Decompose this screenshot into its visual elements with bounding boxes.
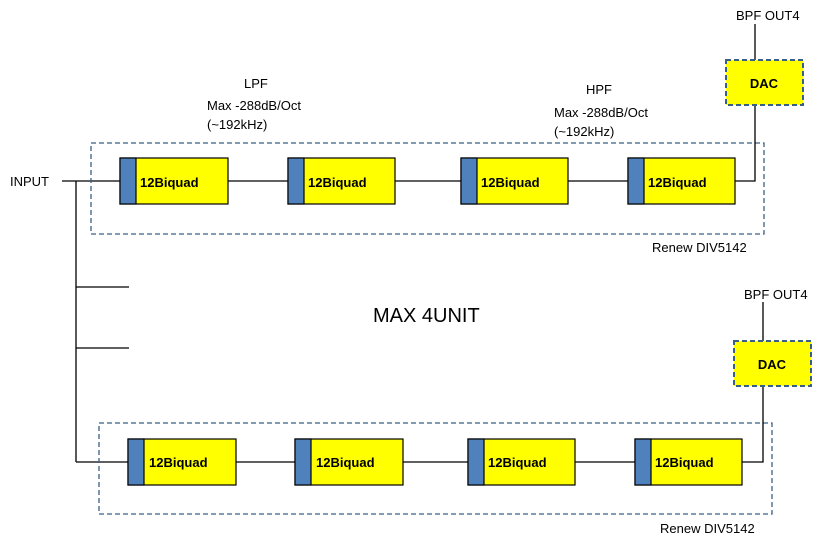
dac-block: DAC xyxy=(733,340,812,387)
unit-4: Renew DIV5142 12Biquad 12Biquad 12Biquad… xyxy=(98,287,812,536)
biquad-block-body xyxy=(467,438,576,486)
biquad-block: 12Biquad xyxy=(460,157,569,205)
biquad-label: 12Biquad xyxy=(488,455,547,470)
biquad-block-body xyxy=(627,157,736,205)
biquad-block-tab xyxy=(460,157,478,205)
unit-4-group-border xyxy=(98,422,773,515)
biquad-block: 12Biquad xyxy=(627,157,736,205)
biquad-block-body xyxy=(127,438,237,486)
max-unit-label: MAX 4UNIT xyxy=(373,305,480,327)
biquad-label: 12Biquad xyxy=(140,175,199,190)
input-label: INPUT xyxy=(10,174,49,189)
hpf-spec: Max -288dB/Oct xyxy=(554,105,648,120)
biquad-block-body xyxy=(119,157,229,205)
unit-1: Renew DIV5142 12Biquad 12Biquad 12Biquad… xyxy=(90,8,804,255)
biquad-label: 12Biquad xyxy=(481,175,540,190)
unit-1-group-border xyxy=(90,142,765,235)
biquad-label: 12Biquad xyxy=(316,455,375,470)
biquad-label: 12Biquad xyxy=(655,455,714,470)
biquad-block: 12Biquad xyxy=(294,438,404,486)
unit-1-output-label: BPF OUT4 xyxy=(736,8,800,23)
biquad-block-tab xyxy=(127,438,145,486)
biquad-block: 12Biquad xyxy=(127,438,237,486)
biquad-block: 12Biquad xyxy=(119,157,229,205)
biquad-block-body xyxy=(294,438,404,486)
dac-label: DAC xyxy=(750,76,779,91)
biquad-block-body xyxy=(634,438,743,486)
hpf-range: (~192kHz) xyxy=(554,124,614,139)
biquad-block: 12Biquad xyxy=(287,157,396,205)
unit-4-output-label: BPF OUT4 xyxy=(744,287,808,302)
biquad-label: 12Biquad xyxy=(308,175,367,190)
biquad-block-tab xyxy=(634,438,652,486)
biquad-block-body xyxy=(287,157,396,205)
dac-label: DAC xyxy=(758,357,787,372)
unit-4-dac-wire xyxy=(742,386,764,463)
biquad-label: 12Biquad xyxy=(149,455,208,470)
dac-block-body xyxy=(733,340,812,387)
biquad-block-tab xyxy=(467,438,485,486)
biquad-block-tab xyxy=(294,438,312,486)
unit-1-dac-wire xyxy=(735,105,756,182)
dac-block-body xyxy=(725,59,804,106)
biquad-block: 12Biquad xyxy=(467,438,576,486)
biquad-block-tab xyxy=(287,157,305,205)
biquad-block: 12Biquad xyxy=(634,438,743,486)
unit-1-group-label: Renew DIV5142 xyxy=(652,240,747,255)
lpf-title: LPF xyxy=(244,76,268,91)
unit-4-group-label: Renew DIV5142 xyxy=(660,521,755,536)
dac-block: DAC xyxy=(725,59,804,106)
biquad-block-tab xyxy=(119,157,137,205)
lpf-spec: Max -288dB/Oct xyxy=(207,98,301,113)
lpf-range: (~192kHz) xyxy=(207,117,267,132)
biquad-block-tab xyxy=(627,157,645,205)
biquad-label: 12Biquad xyxy=(648,175,707,190)
hpf-title: HPF xyxy=(586,82,612,97)
